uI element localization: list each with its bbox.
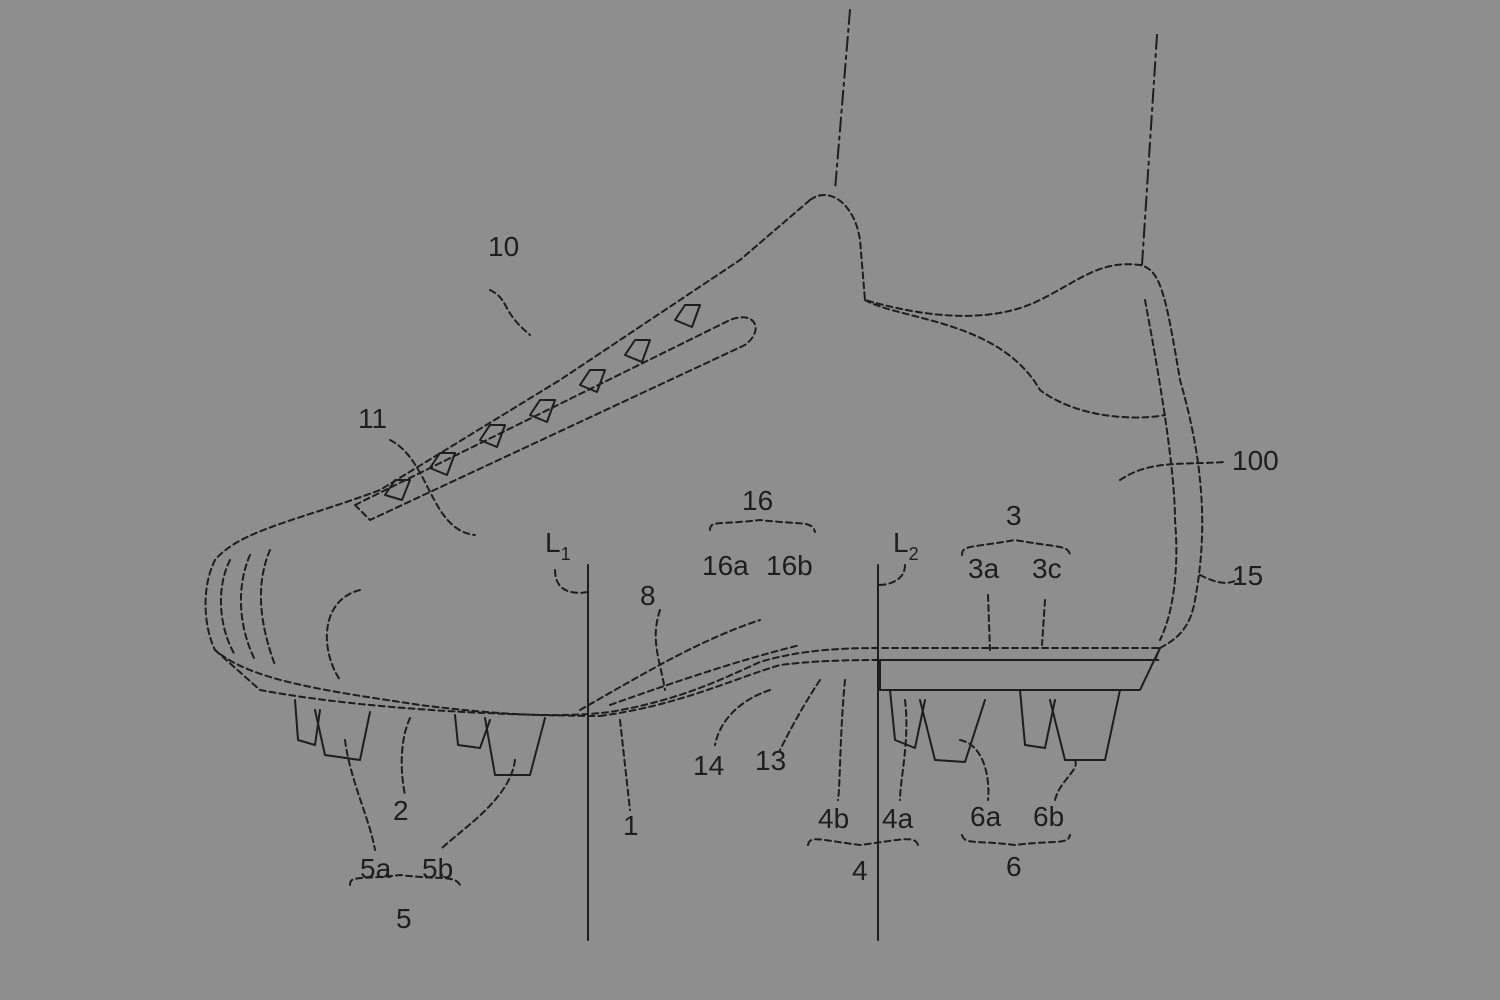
label-5a: 5a [360, 853, 392, 884]
label-5b: 5b [422, 853, 453, 884]
label-3a: 3a [968, 553, 1000, 584]
label-L1: L1 [545, 527, 571, 564]
label-16a: 16a [702, 550, 749, 581]
label-1: 1 [623, 810, 639, 841]
midsole-line [599, 659, 1161, 717]
eyelets [384, 304, 701, 501]
sole-outline [214, 649, 601, 717]
label-4b: 4b [818, 803, 849, 834]
label-11: 11 [358, 403, 387, 434]
label-16: 16 [742, 485, 773, 516]
label-14: 14 [693, 750, 724, 781]
label-15: 15 [1232, 560, 1263, 591]
label-13: 13 [755, 745, 786, 776]
label-3c: 3c [1032, 553, 1062, 584]
lace-panel [354, 316, 757, 521]
group-braces [349, 519, 1071, 886]
label-6: 6 [1006, 851, 1022, 882]
leader-lines [389, 289, 1241, 594]
shoe-main-outline [204, 199, 1161, 717]
label-3: 3 [1006, 500, 1022, 531]
heel-plate [879, 647, 1161, 691]
label-5: 5 [396, 903, 412, 934]
label-6b: 6b [1033, 801, 1064, 832]
front-studs [294, 699, 546, 776]
ankle-axis-line [834, 9, 851, 191]
toe-shading [220, 549, 361, 681]
rear-studs [889, 689, 1121, 763]
label-2: 2 [393, 795, 409, 826]
heel-counter-line [1144, 299, 1178, 641]
label-4a: 4a [882, 803, 914, 834]
label-10: 10 [488, 231, 519, 262]
heel-axis-line [1141, 34, 1158, 266]
label-4: 4 [852, 855, 868, 886]
label-16b: 16b [766, 550, 813, 581]
upper-outline [809, 194, 1204, 649]
label-L2: L2 [893, 527, 919, 564]
leader-lines-lower [344, 594, 1077, 851]
label-6a: 6a [970, 801, 1002, 832]
label-100: 100 [1232, 445, 1279, 476]
plate-lines [579, 619, 801, 711]
label-8: 8 [640, 580, 656, 611]
heel-tab-line [864, 299, 1166, 419]
